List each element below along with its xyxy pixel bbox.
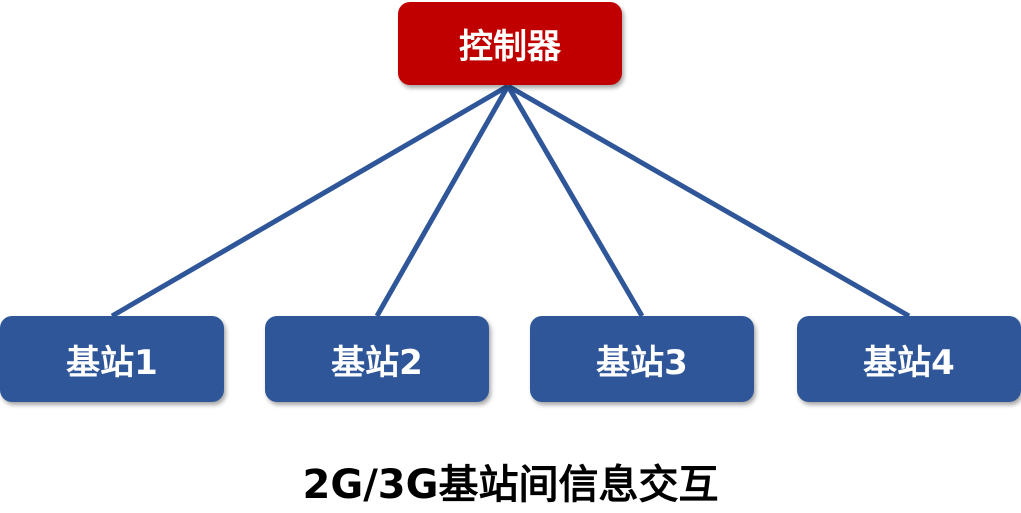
connector-controller-station-1 bbox=[110, 83, 510, 319]
station-node-4: 基站4 bbox=[797, 316, 1021, 402]
station-label-3: 基站3 bbox=[596, 342, 688, 383]
connector-controller-station-3 bbox=[505, 84, 645, 318]
station-node-2: 基站2 bbox=[265, 316, 489, 402]
connector-controller-station-4 bbox=[506, 83, 911, 319]
station-node-1: 基站1 bbox=[0, 316, 224, 402]
station-label-2: 基站2 bbox=[331, 342, 423, 383]
diagram-caption: 2G/3G基站间信息交互 bbox=[302, 462, 719, 508]
station-label-4: 基站4 bbox=[863, 342, 955, 383]
connector-controller-station-2 bbox=[374, 84, 511, 318]
station-node-3: 基站3 bbox=[530, 316, 754, 402]
controller-node: 控制器 bbox=[398, 2, 622, 85]
station-label-1: 基站1 bbox=[66, 342, 158, 383]
controller-label: 控制器 bbox=[459, 27, 561, 67]
